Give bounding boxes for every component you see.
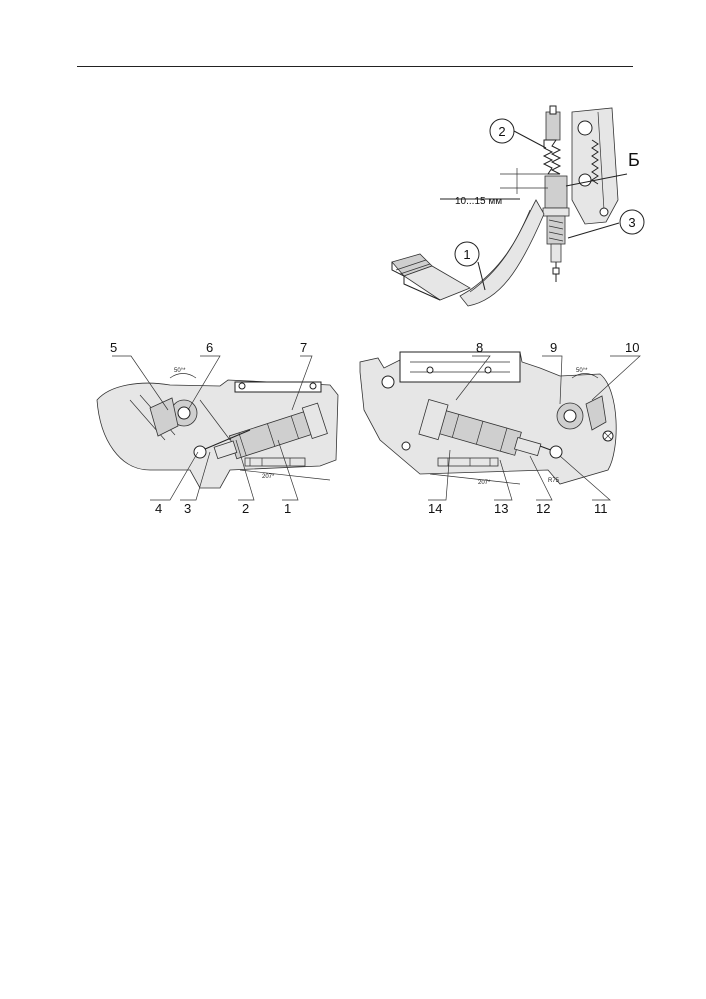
right-callout-8: 8 <box>476 340 483 355</box>
return-spring <box>591 139 599 185</box>
pivot-bolt <box>577 120 593 136</box>
left-callout-6: 6 <box>206 340 213 355</box>
right-radius-note: R75 <box>548 478 560 484</box>
view-letter: Б <box>628 150 640 170</box>
svg-text:2: 2 <box>498 124 505 139</box>
left-callout-7: 7 <box>300 340 307 355</box>
pedal-assembly-figure: 10...15 мм 2 Б 3 1 <box>391 105 645 307</box>
rubber-boot <box>542 139 562 175</box>
right-callout-13: 13 <box>494 501 508 516</box>
left-dim-note: 207* <box>262 474 275 480</box>
right-callout-9: 9 <box>550 340 557 355</box>
right-top-bracket <box>399 351 521 383</box>
left-callout-3: 3 <box>184 501 191 516</box>
gap-dimension-label: 10...15 мм <box>455 196 502 207</box>
left-mounting-figure: 207* 50°* 5 6 7 4 3 2 1 <box>96 340 339 516</box>
svg-text:3: 3 <box>628 215 635 230</box>
right-dim-note: 207* <box>478 480 491 486</box>
cylinder-top <box>545 111 561 141</box>
right-callout-12: 12 <box>536 501 550 516</box>
callout-2: 2 <box>489 118 515 144</box>
right-callout-11: 11 <box>594 501 608 516</box>
right-mounting-figure: 207* R75 50°* 8 9 10 14 13 12 11 <box>359 340 641 516</box>
left-top-rail <box>234 381 322 393</box>
left-callout-4: 4 <box>155 501 162 516</box>
left-callout-5: 5 <box>110 340 117 355</box>
cylinder-body <box>544 175 568 209</box>
callout-3: 3 <box>619 209 645 235</box>
left-callout-1: 1 <box>284 501 291 516</box>
header-rule <box>77 66 633 67</box>
right-callout-10: 10 <box>625 340 639 355</box>
svg-text:1: 1 <box>463 247 470 262</box>
right-angle-note: 50°* <box>576 368 588 374</box>
right-callout-14: 14 <box>428 501 442 516</box>
callout-1: 1 <box>454 241 480 267</box>
left-callout-2: 2 <box>242 501 249 516</box>
left-angle-note: 50°* <box>174 368 186 374</box>
